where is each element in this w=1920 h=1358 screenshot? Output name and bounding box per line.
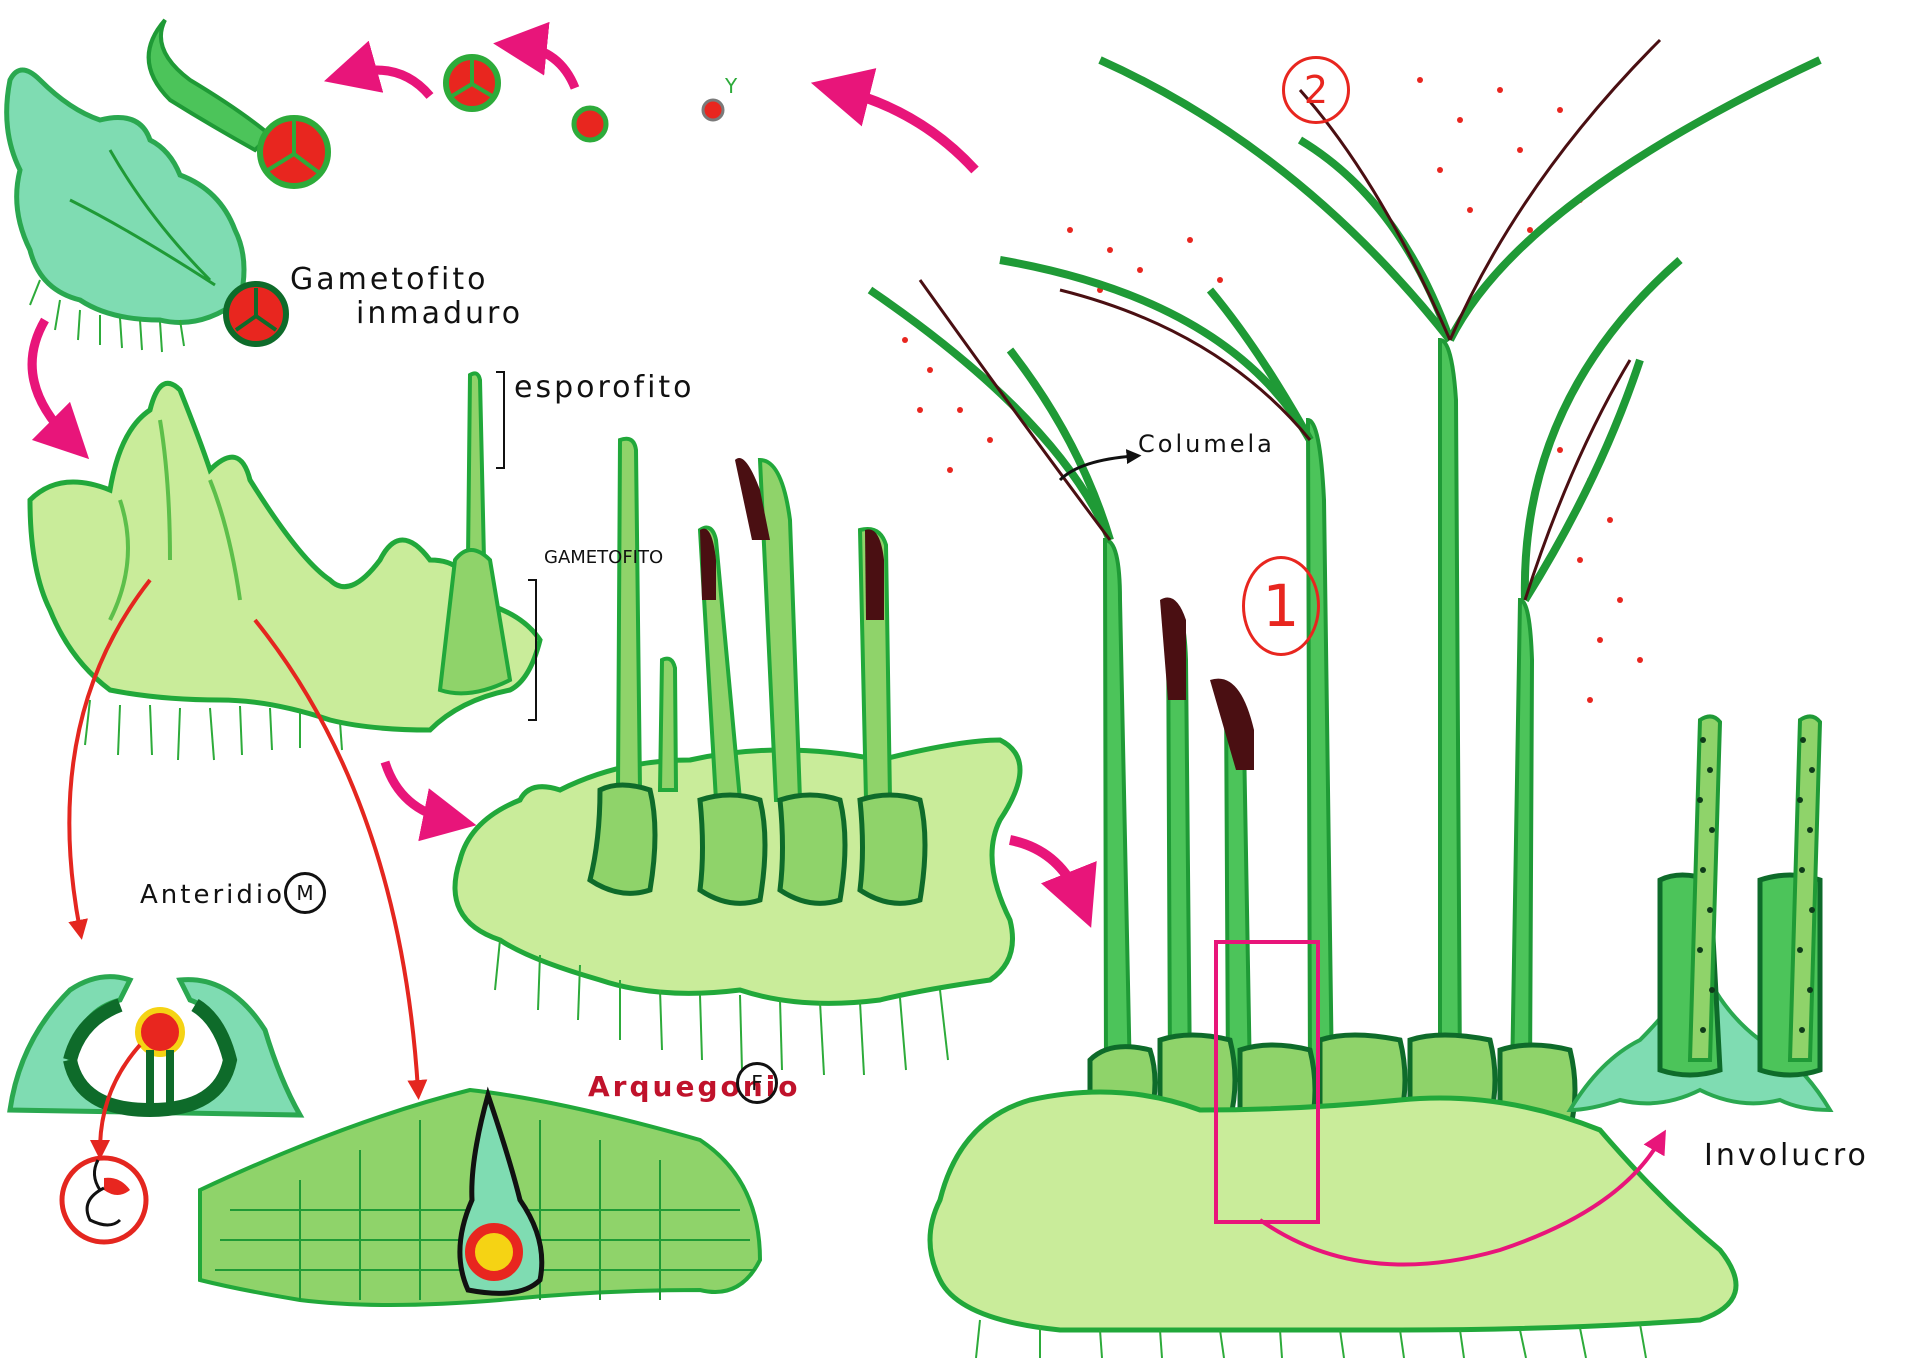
label-anteridio: Anteridio: [140, 880, 286, 910]
rhizoids-mature: [84, 699, 343, 761]
archegonium-tissue: [198, 1086, 763, 1307]
stage-number-2: 2: [1282, 56, 1350, 124]
label-involucro: Involucro: [1704, 1138, 1869, 1173]
spore-dots: [902, 77, 1643, 703]
rhizoids-right: [975, 1319, 1647, 1358]
rhizoids: [29, 279, 185, 353]
stage-number-1: 1: [1242, 556, 1320, 656]
immature-gametophyte: [4, 67, 289, 353]
label-spore-mark: Y: [725, 74, 738, 98]
egg-cell: [465, 1223, 523, 1281]
germinating-spore-with-filament: [146, 18, 331, 189]
label-anteridio-tag: M: [284, 872, 326, 914]
dehisced-capsule-valves: [867, 56, 1822, 603]
immature-capsules: [1160, 597, 1254, 770]
label-gametofito-vertical: GAMETOFITO: [544, 547, 664, 568]
spore-grains: [1697, 737, 1815, 1033]
involucres-right: [1087, 1032, 1578, 1136]
arrow-spore-release: [810, 68, 979, 174]
arrow-to-sporophytes: [380, 760, 477, 842]
mature-sporophytes-group: [867, 38, 1822, 1358]
young-sporophyte: [437, 371, 513, 696]
base-thallus: [927, 1089, 1739, 1333]
arrow-to-sperm: [90, 1043, 142, 1160]
spore-germination-sequence: [146, 18, 725, 189]
germination-arrow-1: [493, 21, 580, 90]
antheridium-chamber: [7, 974, 305, 1118]
thallus-with-developing-sporophytes: [452, 436, 1023, 1076]
mature-gametophyte: [27, 371, 543, 761]
sporophyte-bracket: [496, 371, 537, 721]
columela-pointer: [1058, 449, 1142, 482]
spore-single-cell: [571, 105, 609, 143]
label-esporofito: esporofito: [514, 370, 695, 405]
spore-small: [701, 98, 725, 122]
label-inmaduro: inmaduro: [356, 296, 524, 331]
spore-tetrad: [443, 54, 501, 112]
arrow-to-mature-gametophyte: [27, 317, 90, 460]
germination-arrow-2: [323, 40, 434, 99]
antheridium: [135, 1007, 185, 1057]
label-arquegonio-tag: F: [736, 1062, 778, 1104]
involucres-middle: [587, 782, 928, 906]
rhizoids-middle: [494, 939, 949, 1076]
arrow-to-mature-sporophytes: [1008, 835, 1097, 928]
label-columela: Columela: [1138, 430, 1275, 458]
arrow-to-anteridio: [67, 578, 152, 940]
highlight-box: [1214, 940, 1320, 1224]
sperm-cell: [59, 1155, 149, 1245]
sporophyte-tips: [700, 458, 884, 620]
columella-strands: [918, 38, 1662, 601]
arrow-to-involucro-detail: [1258, 1129, 1666, 1267]
arrow-to-arquegonio: [253, 618, 428, 1100]
label-gametofito: Gametofito: [290, 262, 489, 297]
involucre-detail: [1566, 714, 1834, 1113]
